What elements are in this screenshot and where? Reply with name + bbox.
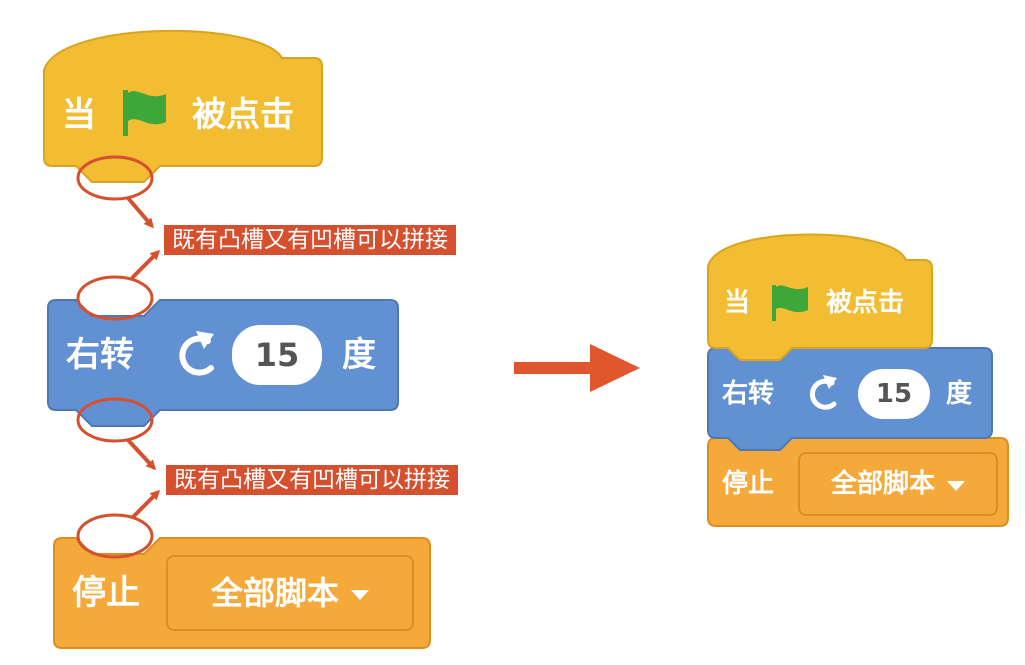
annotation-arrow-2 bbox=[130, 249, 161, 280]
rotate-clockwise-icon-right bbox=[809, 375, 837, 410]
stop-option-label: 全部脚本 bbox=[210, 574, 339, 612]
degrees-input[interactable]: 15 bbox=[232, 325, 322, 385]
stop-option-label-right: 全部脚本 bbox=[830, 469, 935, 499]
green-flag-icon bbox=[123, 90, 166, 136]
notch-highlight-2 bbox=[76, 275, 154, 321]
annotation-callout-1: 既有凸槽又有凹槽可以拼接 bbox=[164, 225, 456, 255]
when-flag-suffix: 被点击 bbox=[192, 95, 294, 135]
when-flag-block-right bbox=[707, 233, 933, 361]
stop-block-right bbox=[707, 437, 1009, 527]
green-flag-icon-right bbox=[772, 285, 808, 321]
degrees-input-right[interactable]: 15 bbox=[858, 369, 930, 419]
when-flag-suffix-right: 被点击 bbox=[826, 288, 905, 318]
annotation-arrow-4 bbox=[130, 489, 161, 520]
annotation-arrow-1 bbox=[126, 196, 154, 229]
dropdown-caret-icon bbox=[351, 589, 369, 600]
stop-options-dropdown[interactable]: 全部脚本 bbox=[166, 555, 414, 631]
stop-label-right: 停止 bbox=[722, 469, 775, 499]
notch-highlight-1 bbox=[76, 155, 154, 201]
dropdown-caret-icon-right bbox=[947, 480, 965, 491]
when-flag-block-left bbox=[43, 29, 323, 183]
turn-right-label: 右转 bbox=[66, 335, 134, 375]
turn-right-block-right bbox=[707, 347, 993, 451]
stop-options-dropdown-right[interactable]: 全部脚本 bbox=[798, 452, 998, 516]
degrees-unit-right: 度 bbox=[946, 379, 973, 409]
when-flag-prefix-right: 当 bbox=[724, 288, 751, 318]
notch-highlight-3 bbox=[76, 397, 154, 443]
when-flag-prefix: 当 bbox=[62, 95, 96, 135]
notch-highlight-4 bbox=[76, 513, 154, 559]
degrees-unit: 度 bbox=[342, 335, 376, 375]
stop-block-left bbox=[53, 537, 431, 649]
stop-label: 停止 bbox=[72, 573, 140, 613]
annotation-callout-2: 既有凸槽又有凹槽可以拼接 bbox=[166, 465, 458, 495]
rotate-clockwise-icon bbox=[179, 331, 214, 376]
transform-arrow-icon bbox=[514, 344, 640, 392]
turn-right-label-right: 右转 bbox=[722, 379, 775, 409]
annotation-arrow-3 bbox=[126, 438, 157, 471]
